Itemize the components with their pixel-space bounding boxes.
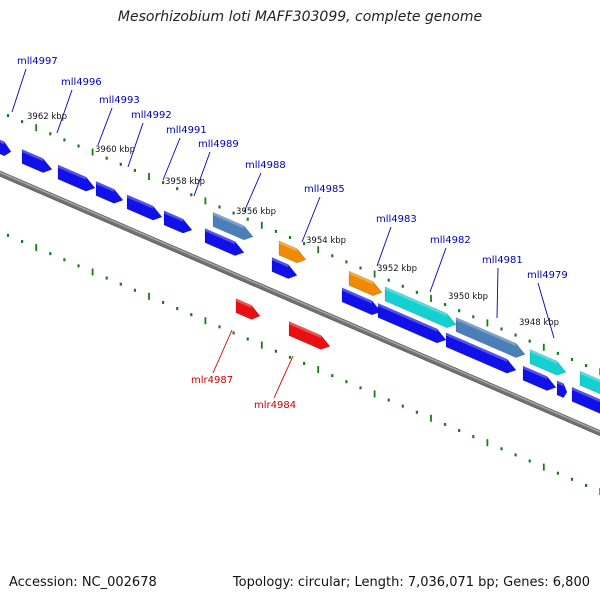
gene-label: mll4981 bbox=[482, 255, 523, 266]
gene-label: mll4988 bbox=[245, 160, 286, 171]
gene-feature-highlight bbox=[378, 303, 437, 332]
gene-feature-cds_forward_inner bbox=[57, 164, 96, 192]
gene-label: mlr4984 bbox=[254, 400, 296, 411]
gene-feature-highlight bbox=[272, 257, 289, 268]
coordinate-label: 3960 kbp bbox=[95, 145, 135, 155]
gene-label-leader bbox=[127, 122, 144, 168]
gene-label: mll4991 bbox=[166, 125, 207, 136]
gene-feature-cds_forward_outer bbox=[455, 317, 526, 358]
gene-feature-highlight bbox=[523, 366, 547, 380]
gene-label-leader bbox=[376, 226, 392, 267]
gene-label: mll4983 bbox=[376, 214, 417, 225]
feature-tracks bbox=[0, 139, 600, 414]
gene-feature-cds_forward_inner bbox=[163, 210, 193, 234]
gene-feature-highlight bbox=[385, 286, 447, 317]
coordinate-label: 3950 kbp bbox=[448, 292, 488, 302]
coordinate-label: 3956 kbp bbox=[236, 207, 276, 217]
gene-feature-cds_forward_outer bbox=[212, 211, 254, 241]
gene-label-leader bbox=[496, 267, 499, 319]
gene-feature-highlight bbox=[342, 287, 372, 304]
gene-label-leader bbox=[56, 89, 73, 134]
gene-feature-highlight bbox=[205, 228, 235, 245]
coordinate-label: 3948 kbp bbox=[519, 318, 559, 328]
gene-label-leader bbox=[243, 172, 262, 213]
gene-label-leader bbox=[193, 151, 211, 197]
gene-feature-highlight bbox=[279, 240, 297, 252]
gene-feature-highlight bbox=[289, 321, 321, 339]
gene-feature-highlight bbox=[456, 317, 516, 347]
gene-feature-cds_forward_inner bbox=[0, 139, 12, 157]
gene-label: mll4982 bbox=[430, 235, 471, 246]
gene-feature-highlight bbox=[236, 298, 252, 309]
gene-label: mlr4987 bbox=[191, 375, 233, 386]
gene-feature-highlight bbox=[0, 139, 5, 145]
gene-label: mll4985 bbox=[304, 184, 345, 195]
gene-feature-cds_forward_outer bbox=[529, 349, 567, 376]
gene-feature-cds_forward_outer bbox=[348, 270, 383, 296]
gene-feature-highlight bbox=[164, 210, 183, 222]
gene-feature-cds_forward_inner bbox=[21, 148, 53, 173]
gene-feature-highlight bbox=[530, 349, 557, 364]
gene-feature-cds_forward_inner bbox=[571, 386, 600, 414]
gene-feature-highlight bbox=[96, 181, 114, 192]
gene-feature-cds_reverse bbox=[288, 321, 331, 350]
gene-feature-highlight bbox=[213, 212, 244, 229]
gene-feature-cds_forward_outer bbox=[278, 240, 307, 264]
gene-feature-cds_forward_outer bbox=[579, 370, 600, 395]
coordinate-label: 3954 kbp bbox=[306, 236, 346, 246]
gene-feature-highlight bbox=[349, 271, 373, 285]
gene-label-leader bbox=[429, 247, 447, 293]
coordinate-label: 3958 kbp bbox=[165, 177, 205, 187]
gene-feature-cds_forward_outer bbox=[384, 286, 457, 328]
genome-backbone bbox=[0, 170, 600, 437]
backbone-highlight bbox=[0, 171, 600, 433]
gene-feature-cds_forward_inner bbox=[445, 332, 517, 374]
gene-feature-cds_forward_inner bbox=[271, 257, 298, 279]
gene-feature-cds_reverse bbox=[235, 298, 261, 320]
gene-feature-highlight bbox=[22, 149, 43, 162]
map-title: Mesorhizobium loti MAFF303099, complete … bbox=[117, 9, 483, 25]
gene-feature-cds_forward_inner bbox=[126, 194, 163, 221]
coordinate-label: 3952 kbp bbox=[377, 264, 417, 274]
gene-label-leader bbox=[273, 355, 294, 399]
map-labels: 3962 kbp 3960 kbp 3958 kbp 3956 kbp 3954 kbp… bbox=[17, 56, 568, 411]
coordinate-ticks bbox=[6, 114, 600, 495]
gene-label: mll4993 bbox=[99, 95, 140, 106]
coordinate-label: 3962 kbp bbox=[27, 112, 67, 122]
gene-feature-cds_forward_inner bbox=[341, 287, 382, 316]
gene-feature-highlight bbox=[557, 380, 564, 387]
gene-label: mll4996 bbox=[61, 77, 102, 88]
label-leaders bbox=[11, 68, 555, 399]
gene-feature-cds_forward_inner bbox=[204, 228, 245, 256]
gene-feature-highlight bbox=[127, 194, 153, 209]
gene-label-leader bbox=[11, 68, 27, 113]
gene-label: mll4992 bbox=[131, 110, 172, 121]
gene-label-leader bbox=[97, 107, 113, 146]
gene-label-leader bbox=[212, 329, 233, 374]
gene-label: mll4979 bbox=[527, 270, 568, 281]
gene-feature-highlight bbox=[58, 164, 86, 180]
accession-text: Accession: NC_002678 bbox=[9, 575, 157, 590]
gene-feature-cds_forward_inner bbox=[377, 302, 447, 344]
gene-label-leader bbox=[301, 196, 321, 243]
gene-label-leader bbox=[537, 282, 555, 339]
gene-feature-cds_forward_inner bbox=[522, 365, 557, 391]
gene-label: mll4997 bbox=[17, 56, 58, 67]
gene-feature-highlight bbox=[446, 332, 507, 362]
gene-feature-cds_forward_inner bbox=[95, 180, 124, 204]
gene-feature-highlight bbox=[580, 371, 600, 383]
genome-summary-text: Topology: circular; Length: 7,036,071 bp… bbox=[232, 575, 590, 590]
gene-feature-highlight bbox=[572, 387, 600, 403]
backbone-track bbox=[0, 170, 600, 437]
gene-label-leader bbox=[162, 137, 181, 181]
gene-label: mll4989 bbox=[198, 139, 239, 150]
gene-feature-cds_forward_inner bbox=[556, 380, 568, 399]
